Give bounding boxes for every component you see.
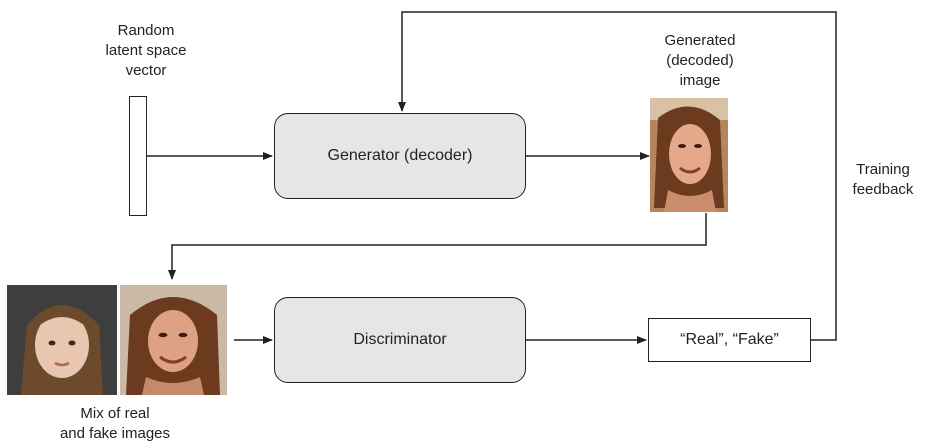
generator-box: Generator (decoder): [274, 113, 526, 199]
output-label: “Real”, “Fake”: [680, 331, 779, 348]
latent-vector-box: [129, 96, 147, 216]
fake-image: [120, 285, 227, 395]
discriminator-box: Discriminator: [274, 297, 526, 383]
real-image: [7, 285, 117, 395]
mix-images-label: Mix of real and fake images: [59, 405, 171, 442]
training-feedback-label: Training feedback: [852, 161, 914, 198]
arrow-image-to-mix: [168, 213, 707, 280]
output-box: “Real”, “Fake”: [648, 318, 811, 362]
latent-vector-label: Random latent space vector: [105, 22, 187, 79]
generator-label: Generator (decoder): [327, 147, 473, 164]
generated-image: [650, 98, 728, 212]
arrow-feedback-loop: [398, 11, 837, 341]
generated-image-label: Generated (decoded) image: [664, 32, 736, 89]
discriminator-label: Discriminator: [353, 331, 447, 348]
